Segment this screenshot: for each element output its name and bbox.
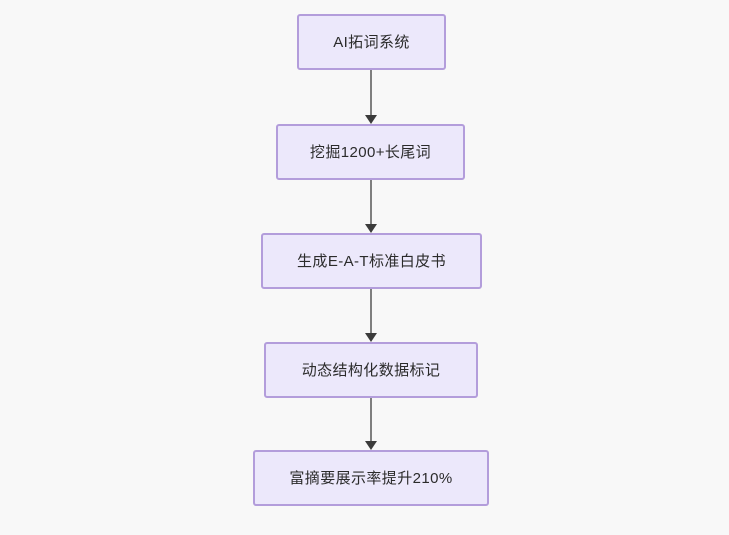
flowchart-edge-2 <box>361 180 381 233</box>
flowchart-node-3[interactable]: 生成E-A-T标准白皮书 <box>261 233 482 289</box>
flowchart-node-1-label: AI拓词系统 <box>333 33 410 51</box>
edge-3-shaft <box>370 289 372 334</box>
flowchart-node-5-label: 富摘要展示率提升210% <box>289 469 453 487</box>
edge-4-shaft <box>370 398 372 442</box>
flowchart-edge-1 <box>361 70 381 124</box>
flowchart-node-3-label: 生成E-A-T标准白皮书 <box>297 252 446 270</box>
flowchart-node-4[interactable]: 动态结构化数据标记 <box>264 342 478 398</box>
flowchart-node-2[interactable]: 挖掘1200+长尾词 <box>276 124 465 180</box>
edge-1-shaft <box>370 70 372 116</box>
flowchart-node-5[interactable]: 富摘要展示率提升210% <box>253 450 489 506</box>
flowchart-node-4-label: 动态结构化数据标记 <box>301 361 441 379</box>
flowchart-node-2-label: 挖掘1200+长尾词 <box>309 143 432 161</box>
flowchart-edge-3 <box>361 289 381 342</box>
flowchart-node-1[interactable]: AI拓词系统 <box>297 14 446 70</box>
flowchart-edge-4 <box>361 398 381 450</box>
edge-2-arrowhead <box>365 224 377 233</box>
edge-1-arrowhead <box>365 115 377 124</box>
edge-4-arrowhead <box>365 441 377 450</box>
edge-2-shaft <box>370 180 372 225</box>
edge-3-arrowhead <box>365 333 377 342</box>
